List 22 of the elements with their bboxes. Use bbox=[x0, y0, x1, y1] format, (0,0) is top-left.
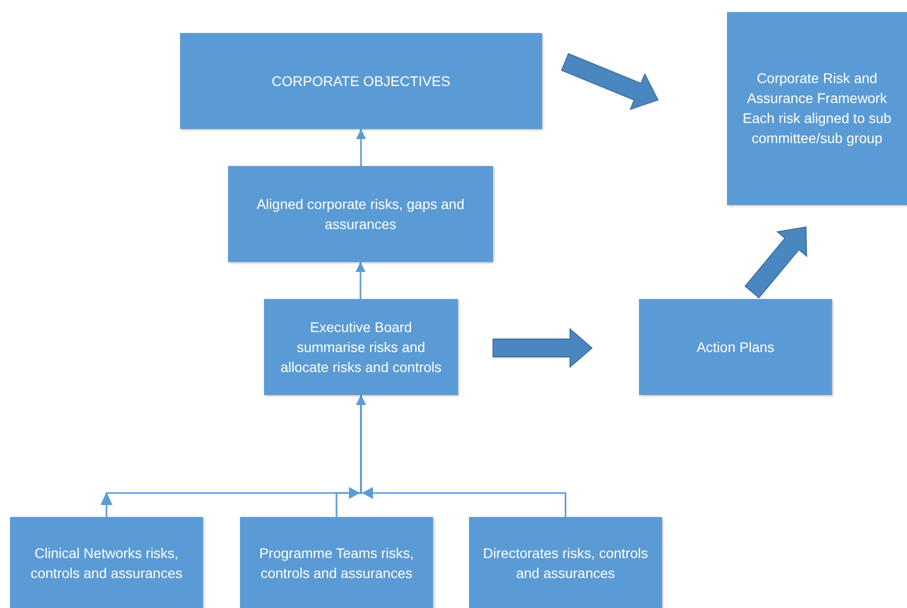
box-label: Aligned corporate risks, gaps and assurances bbox=[256, 195, 466, 234]
process-box bbox=[180, 33, 542, 129]
arrow bbox=[356, 262, 366, 299]
arrow bbox=[356, 129, 366, 166]
box-label: Programme Teams risks, controls and assurances bbox=[258, 544, 415, 582]
process-box bbox=[727, 12, 907, 205]
process-box bbox=[228, 166, 493, 262]
box-label: Clinical Networks risks, controls and assurances bbox=[30, 544, 184, 582]
arrow bbox=[356, 395, 566, 517]
block-arrow bbox=[492, 328, 593, 368]
box-label: CORPORATE OBJECTIVES bbox=[272, 72, 450, 91]
process-box bbox=[264, 299, 458, 395]
box-label: Executive Board summarise risks and allocate risks and controls bbox=[279, 318, 443, 377]
process-box bbox=[469, 517, 662, 608]
box-label: Action Plans bbox=[696, 338, 774, 357]
block-arrow bbox=[744, 226, 808, 298]
process-box bbox=[10, 517, 203, 608]
box-label: Directorates risks, controls and assurances bbox=[482, 544, 649, 582]
process-box bbox=[639, 299, 832, 395]
process-box bbox=[240, 517, 433, 608]
box-label: Corporate Risk and Assurance Framework Each risk aligned to sub committee/sub group bbox=[742, 69, 892, 148]
block-arrow bbox=[560, 53, 659, 110]
